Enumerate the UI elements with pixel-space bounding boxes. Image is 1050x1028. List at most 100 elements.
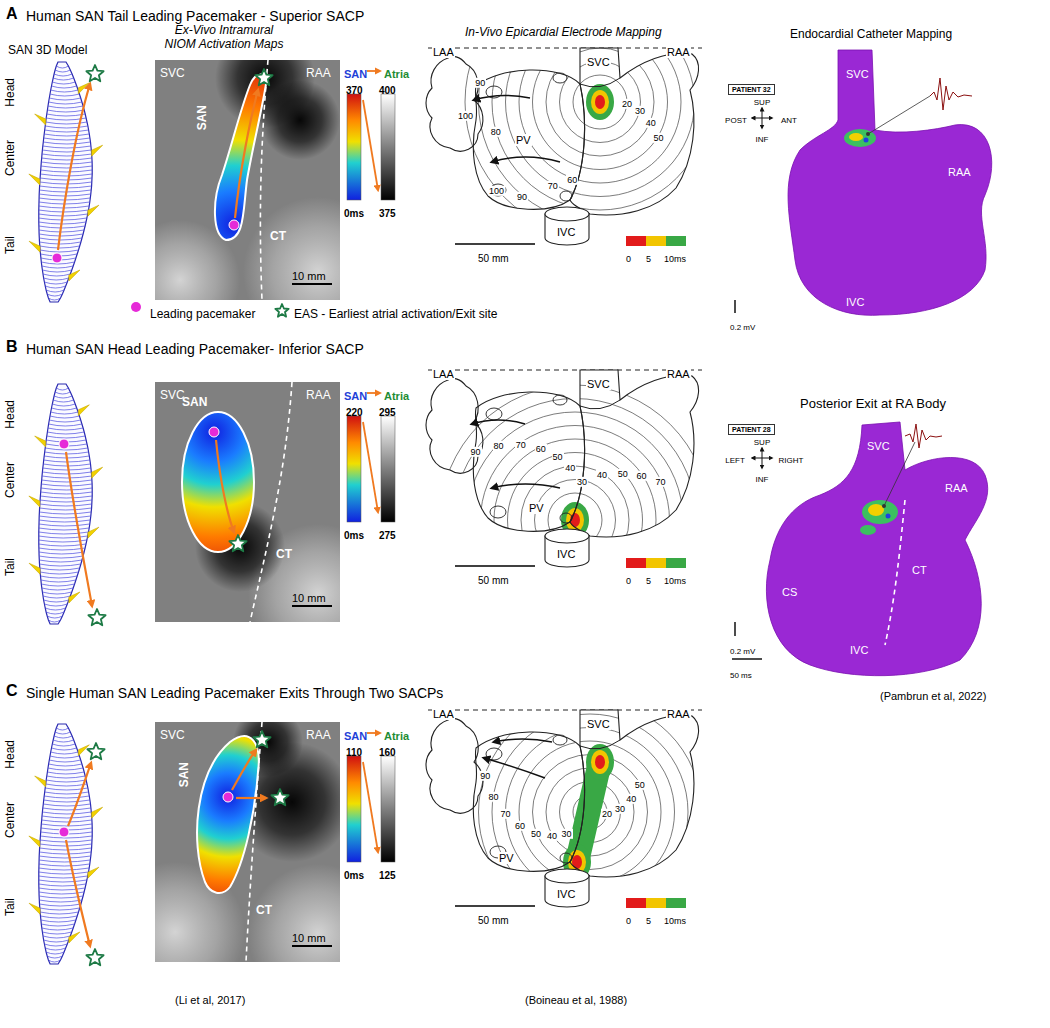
san-contour-line: [44, 600, 69, 602]
atria-colorbar: [381, 416, 395, 522]
san-outline: [39, 384, 92, 624]
isochrone-value: 50: [617, 469, 629, 479]
label-anchor: 80: [487, 786, 499, 804]
isochrone-value: 80: [490, 127, 502, 137]
san-contour-line: [44, 800, 90, 802]
timing-scale-box: [626, 236, 646, 246]
column-heading: SAN 3D Model: [8, 43, 87, 57]
electrogram-point: [866, 132, 870, 136]
activation-spot: [591, 90, 609, 114]
anatomy-label: RAA: [666, 368, 691, 380]
isochrone-value: 90: [516, 192, 528, 202]
scale-label: 10 mm: [292, 270, 326, 282]
conduction-arrow: [68, 763, 91, 826]
san-contour-line: [40, 568, 80, 570]
activation-spot: [864, 138, 869, 143]
label-anchor: SVC: [867, 436, 890, 454]
label-anchor: 70: [499, 803, 511, 821]
nerve-spike: [88, 527, 99, 538]
san-contour-line: [40, 572, 78, 574]
label-anchor: 60: [566, 169, 578, 187]
isochrone-value: 60: [535, 443, 547, 453]
san-region: [197, 736, 259, 893]
label-anchor: Human SAN Head Leading Pacemaker- Inferi…: [26, 340, 364, 358]
label-anchor: 100: [457, 105, 474, 123]
label-anchor: 10ms: [664, 248, 686, 266]
san-contour-line: [39, 238, 82, 240]
citation: (Boineau et al, 1988): [525, 994, 627, 1006]
isochrone-value: 20: [621, 99, 633, 109]
anatomy-label: IVC: [556, 548, 576, 560]
electrogram-leader: [868, 96, 930, 134]
svc-junction: [580, 740, 620, 749]
panel-letter: B: [6, 338, 18, 355]
timing-scale-box: [666, 558, 686, 568]
label-anchor: C: [6, 682, 18, 700]
san-contour-line: [53, 78, 73, 80]
conduction-arrow: [216, 440, 234, 532]
nerve-spike: [29, 174, 40, 185]
san-contour-line: [39, 864, 90, 866]
heart-outline: [426, 56, 483, 151]
label-anchor: PATIENT 32: [728, 78, 775, 96]
colorbar-arrow: [363, 100, 378, 190]
compass-arrow: [762, 108, 763, 118]
label-anchor: In-Vivo Epicardial Electrode Mapping: [465, 22, 662, 40]
scale-value: 0: [626, 916, 631, 926]
anatomy-label: RAA: [666, 708, 691, 720]
isochrone-line: [508, 453, 643, 588]
heart-fill: [570, 370, 699, 537]
label-anchor: IVC: [846, 292, 864, 310]
san-contour-line: [52, 744, 75, 746]
san-contour-line: [48, 428, 83, 430]
anatomy-label: CT: [276, 547, 292, 561]
label-anchor: INF: [756, 468, 769, 486]
isochrone-value: 40: [625, 794, 637, 804]
column-heading: Ex-Vivo Intramural NIOM Activation Maps: [158, 24, 290, 52]
compass-arrow: [762, 118, 763, 128]
san-contour-line: [53, 740, 73, 742]
nerve-spike: [92, 145, 103, 156]
san-contour-line: [40, 174, 92, 176]
propagation-arrow: [492, 157, 560, 162]
colorbar-arrow: [363, 422, 378, 512]
san-contour-line: [44, 138, 90, 140]
endocardial-shell: [766, 422, 987, 676]
compass-arrow: [762, 458, 763, 468]
nerve-spike: [78, 405, 89, 416]
san-contour-line: [46, 784, 87, 786]
anatomy-label: SAN: [182, 395, 207, 409]
label-anchor: PV: [515, 130, 532, 148]
colorbar-value: 0ms: [344, 208, 364, 219]
label-anchor: 50: [551, 446, 563, 464]
san-contour-line: [39, 548, 85, 550]
san-contour-line: [42, 154, 92, 156]
activation-spot: [868, 504, 884, 516]
conduction-arrow: [66, 840, 90, 946]
colorbar-value: 125: [379, 870, 396, 881]
san-contour-line: [44, 604, 67, 606]
san-contour-line: [41, 824, 92, 826]
label-anchor: 50 mm: [478, 570, 509, 588]
san-contour-line: [45, 130, 89, 132]
compass-label: INF: [756, 135, 769, 144]
panel-title: Human SAN Tail Leading Pacemaker - Super…: [26, 8, 364, 24]
scale-label: 0.2 mV: [730, 323, 755, 332]
label-anchor: A: [6, 5, 18, 23]
san-contour-line: [47, 114, 85, 116]
san-contour-line: [48, 768, 83, 770]
label-anchor: 100: [488, 180, 505, 198]
san-contour-line: [39, 552, 84, 554]
san-contour-line: [39, 556, 83, 558]
label-anchor: SAN: [178, 762, 192, 792]
patient-tag: PATIENT 28: [728, 424, 775, 435]
san-contour-line: [52, 82, 75, 84]
san-contour-line: [46, 290, 64, 292]
propagation-arrow: [494, 739, 552, 742]
san-contour-line: [42, 480, 92, 482]
isochrone-value: 60: [635, 470, 647, 480]
colorbar-arrow: [363, 762, 378, 852]
isochrone-line: [519, 741, 661, 883]
colorbar-value: 400: [379, 85, 396, 96]
label-anchor: 50 mm: [478, 910, 509, 928]
